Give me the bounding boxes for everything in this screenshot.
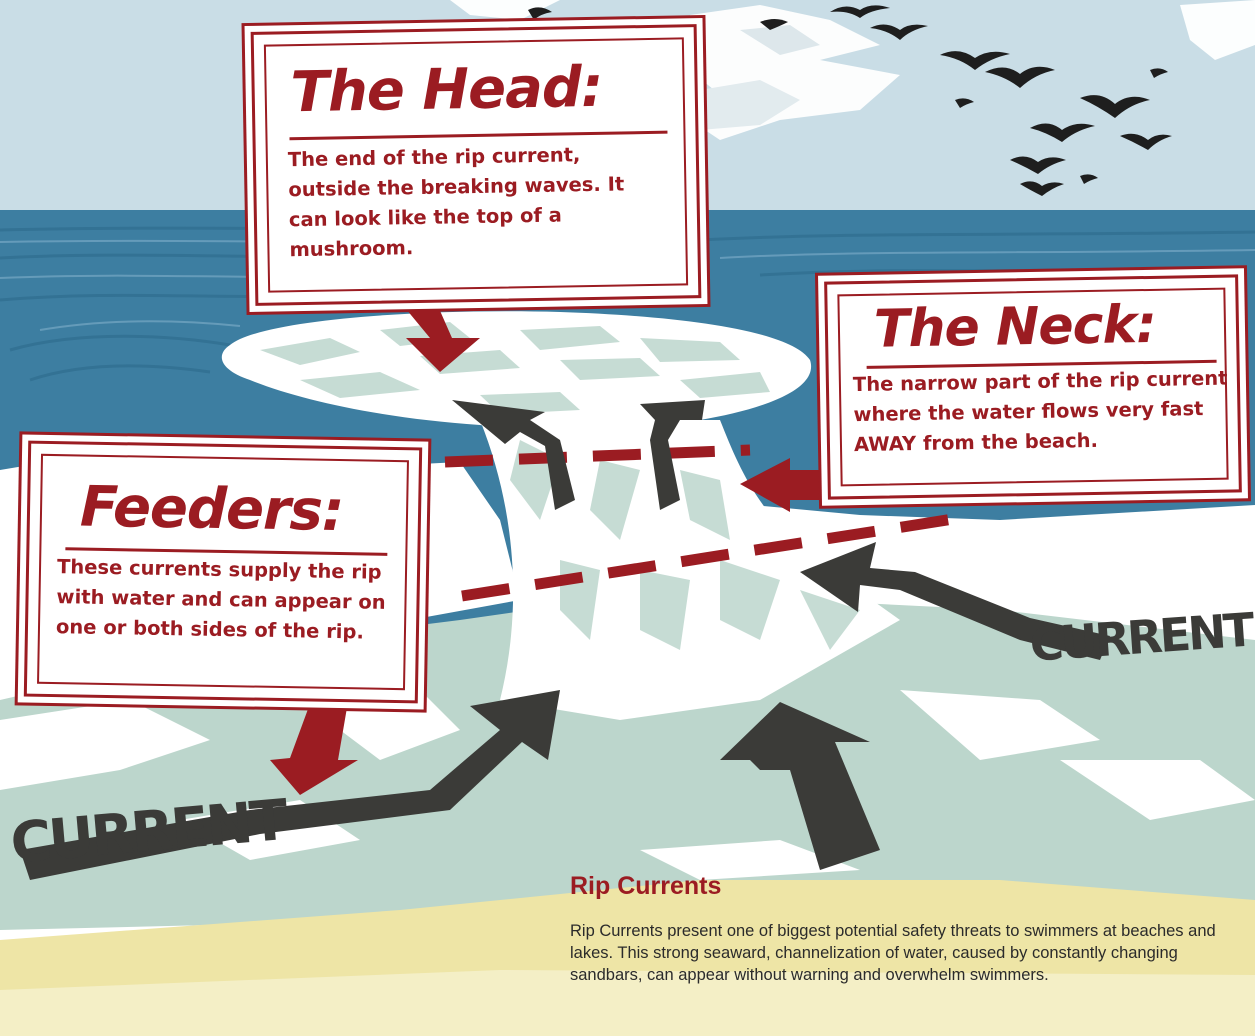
neck-label-box: The Neck: The narrow part of the rip cur…: [824, 274, 1242, 499]
head-title: The Head:: [290, 55, 603, 125]
feeders-description: These currents supply the rip with water…: [56, 552, 408, 648]
neck-title: The Neck:: [873, 295, 1156, 360]
neck-description: The narrow part of the rip current where…: [853, 364, 1235, 461]
head-label-box: The Head: The end of the rip current, ou…: [251, 24, 702, 306]
head-description: The end of the rip current, outside the …: [288, 139, 670, 266]
info-title: Rip Currents: [570, 872, 721, 901]
feeders-label-box: Feeders: These currents supply the rip w…: [24, 441, 422, 704]
info-description: Rip Currents present one of biggest pote…: [570, 920, 1246, 986]
feeders-title: Feeders:: [80, 475, 344, 545]
